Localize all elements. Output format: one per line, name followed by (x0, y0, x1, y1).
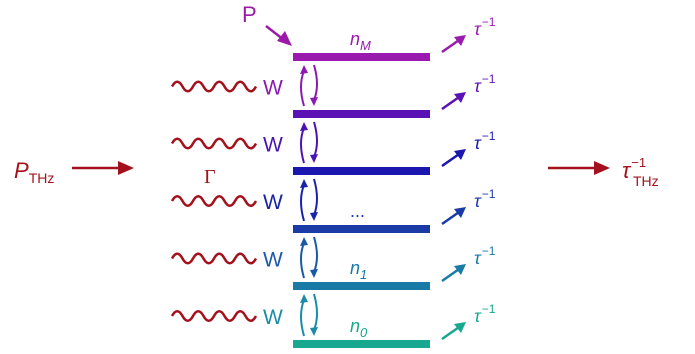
absorption-arrow-icon-2 (300, 184, 305, 222)
absorption-arrowhead-icon-3 (300, 237, 308, 246)
decay-rate-label-main-2: τ (474, 133, 482, 153)
input-power-label-sub: THz (29, 170, 55, 186)
decay-rate-label-main-4: τ (474, 248, 482, 268)
pump-label: P (242, 2, 257, 27)
thz-wave-icon-1 (170, 137, 258, 150)
absorption-arrow-icon-1 (300, 127, 305, 164)
decay-arrowhead-icon-2 (454, 149, 466, 160)
output-rate-label-sup: −1 (631, 155, 646, 170)
energy-level-2 (293, 167, 430, 175)
input-power-label-main: P (14, 158, 29, 183)
decay-rate-label-5: τ−1 (474, 302, 496, 326)
emission-arrow-icon-0 (313, 64, 318, 101)
decay-rate-label-1: τ−1 (474, 72, 496, 96)
energy-level-label-sub-4: 1 (360, 267, 367, 282)
coupling-label-3: W (263, 249, 283, 272)
thz-wave-icon-0 (170, 80, 258, 93)
decay-rate-label-sup-0: −1 (482, 15, 496, 29)
energy-level-label-5: n0 (350, 316, 368, 340)
output-rate-label-sub: THz (633, 173, 659, 189)
input-arrowhead-icon (118, 161, 134, 175)
emission-arrowhead-icon-1 (310, 154, 318, 163)
decay-arrowhead-icon-1 (454, 92, 466, 103)
coupling-label-1: W (263, 134, 283, 157)
energy-level-3 (293, 225, 430, 233)
thz-wave-icon-4 (170, 309, 258, 323)
decay-arrowhead-icon-3 (454, 207, 466, 218)
decay-rate-label-main-0: τ (474, 19, 482, 39)
energy-level-label-sub-0: M (360, 38, 371, 53)
input-power-label: PTHz (14, 158, 54, 186)
emission-arrowhead-icon-3 (310, 269, 318, 278)
decay-rate-label-3: τ−1 (474, 187, 496, 211)
decay-rate-label-4: τ−1 (474, 244, 496, 268)
decay-rate-label-0: τ−1 (474, 15, 496, 39)
pump-group: P (242, 2, 292, 46)
absorption-arrowhead-icon-0 (300, 65, 308, 74)
output-rate-label-main: τ (622, 158, 632, 183)
emission-arrow-icon-2 (313, 178, 318, 216)
decay-arrows: τ−1τ−1τ−1τ−1τ−1τ−1 (441, 15, 496, 341)
output-arrowhead-icon (594, 161, 610, 175)
energy-level-label-main-0: n (350, 29, 360, 49)
absorption-arrowhead-icon-2 (300, 179, 308, 188)
energy-level-label-main-5: n (350, 316, 360, 336)
pump-arrowhead-icon (277, 31, 292, 46)
couplings: W W W W W (170, 64, 318, 337)
absorption-arrowhead-icon-4 (300, 294, 308, 303)
emission-arrow-icon-1 (313, 121, 318, 158)
gamma-label: Γ (204, 166, 216, 188)
absorption-arrow-icon-3 (300, 242, 305, 279)
decay-rate-label-main-1: τ (474, 76, 482, 96)
decay-rate-label-sup-4: −1 (482, 244, 496, 258)
energy-level-label-main-4: n (350, 258, 360, 278)
decay-rate-label-main-5: τ (474, 306, 482, 326)
decay-rate-label-sup-5: −1 (482, 302, 496, 316)
decay-rate-label-main-3: τ (474, 191, 482, 211)
energy-level-label-3: ... (350, 201, 365, 221)
coupling-label-4: W (263, 306, 283, 329)
emission-arrowhead-icon-0 (310, 97, 318, 106)
energy-level-label-0: nM (350, 29, 371, 53)
decay-arrowhead-icon-0 (454, 35, 466, 46)
thz-wave-icon-2 (170, 194, 258, 208)
decay-rate-label-2: τ−1 (474, 129, 496, 153)
emission-arrowhead-icon-4 (310, 327, 318, 336)
absorption-arrow-icon-4 (300, 299, 305, 337)
decay-rate-label-sup-2: −1 (482, 129, 496, 143)
decay-arrowhead-icon-5 (454, 322, 466, 333)
decay-arrowhead-icon-4 (454, 264, 466, 275)
emission-arrowhead-icon-2 (310, 212, 318, 221)
absorption-arrowhead-icon-1 (300, 122, 308, 131)
coupling-label-0: W (263, 77, 283, 100)
energy-level-5 (293, 340, 430, 348)
energy-level-label-sub-5: 0 (360, 325, 368, 340)
input-power-group: PTHz (14, 158, 134, 186)
energy-level-label-main-3: ... (350, 201, 365, 221)
coupling-label-2: W (263, 191, 283, 214)
energy-level-4 (293, 282, 430, 290)
decay-rate-label-sup-1: −1 (482, 72, 496, 86)
thz-wave-icon-3 (170, 252, 258, 265)
decay-rate-label-sup-3: −1 (482, 187, 496, 201)
absorption-arrow-icon-0 (300, 70, 305, 107)
energy-level-1 (293, 110, 430, 118)
energy-level-0 (293, 53, 430, 61)
emission-arrow-icon-4 (313, 293, 318, 331)
emission-arrow-icon-3 (313, 236, 318, 273)
energy-level-label-4: n1 (350, 258, 367, 282)
